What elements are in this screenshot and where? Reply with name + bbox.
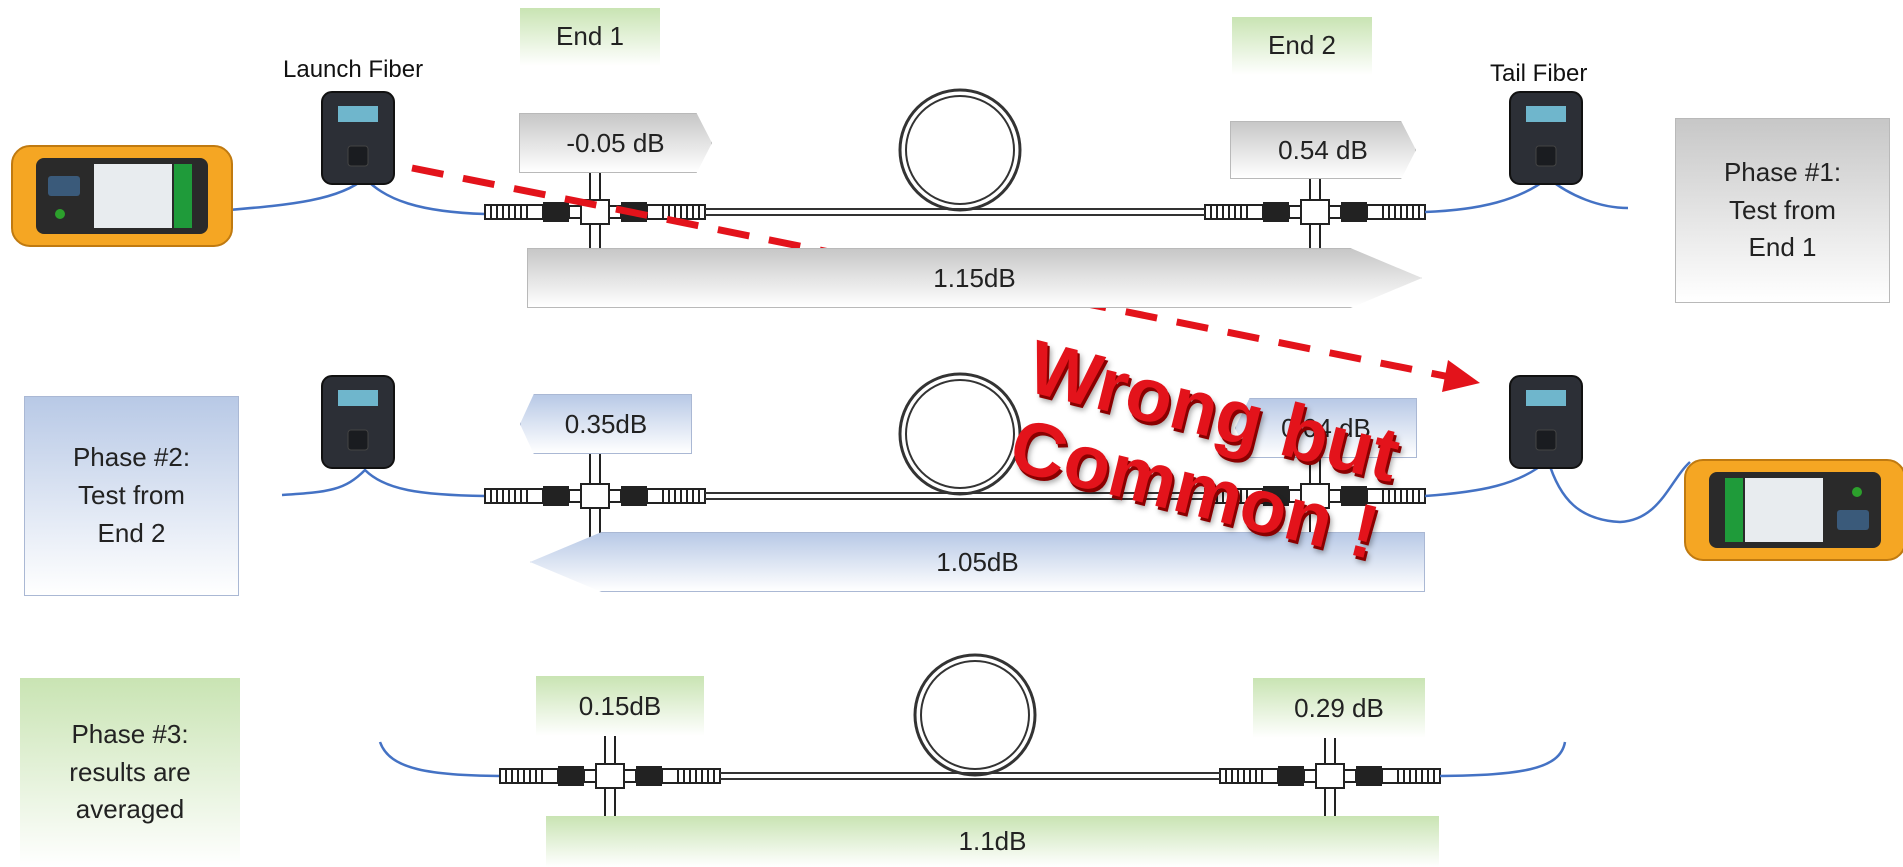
end2-label: End 2 (1232, 17, 1372, 75)
phase1-label: Phase #1: Test from End 1 (1675, 118, 1890, 303)
phase1-total-loss: 1.15dB (527, 248, 1422, 308)
end1-label: End 1 (520, 8, 660, 66)
otdr-tester-icon (1684, 459, 1903, 561)
launch-fiber-box-icon (321, 91, 395, 185)
phase3-end1-loss: 0.15dB (536, 676, 704, 736)
phase3-total-loss: 1.1dB (546, 816, 1439, 867)
tail-fiber-box-icon (1509, 375, 1583, 469)
phase2-label: Phase #2: Test from End 2 (24, 396, 239, 596)
phase3-end2-loss: 0.29 dB (1253, 678, 1425, 738)
phase2-total-loss: 1.05dB (530, 532, 1425, 592)
row2-link (281, 372, 1903, 561)
launch-fiber-label: Launch Fiber (283, 56, 424, 83)
tail-fiber-box-icon (1509, 91, 1583, 185)
phase2-end1-loss: 0.35dB (520, 394, 692, 454)
phase3-label: Phase #3: results are averaged (20, 678, 240, 867)
row3-link (378, 653, 1567, 832)
phase1-end1-loss: -0.05 dB (519, 113, 712, 173)
phase1-end2-loss: 0.54 dB (1230, 121, 1416, 179)
row1-link (11, 88, 1629, 268)
phase2-end2-loss: 0.04 dB (1235, 398, 1417, 458)
otdr-tester-icon (11, 145, 233, 247)
tail-fiber-label: Tail Fiber (1490, 60, 1588, 87)
launch-fiber-box-icon (321, 375, 395, 469)
